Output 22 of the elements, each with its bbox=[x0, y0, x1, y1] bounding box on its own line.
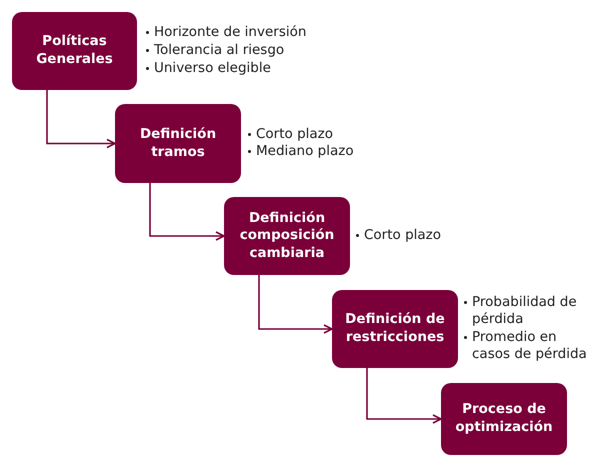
process-box bbox=[441, 383, 567, 455]
bullet-text: Probabilidad de pérdida bbox=[464, 294, 598, 328]
bullet-text: Mediano plazo bbox=[248, 143, 368, 160]
bullet-text: Corto plazo bbox=[248, 126, 368, 142]
box-label: Definición composición cambiaria bbox=[238, 210, 336, 262]
box-label: Definición tramos bbox=[138, 126, 218, 162]
arrow bbox=[366, 368, 442, 424]
box-label: Proceso de optimización bbox=[454, 401, 554, 437]
process-box bbox=[12, 12, 137, 90]
box-label: Definición de restricciones bbox=[344, 311, 446, 347]
process-box bbox=[332, 290, 458, 368]
arrow bbox=[258, 275, 333, 334]
arrow bbox=[46, 90, 116, 148]
box-label: Políticas Generales bbox=[35, 33, 114, 69]
process-box bbox=[115, 104, 241, 183]
bullet-text: Tolerancia al riesgo bbox=[146, 42, 316, 59]
process-box bbox=[224, 197, 350, 275]
bullet-text: Universo elegible bbox=[146, 60, 316, 77]
bullet-text: Promedio en casos de pérdida bbox=[464, 328, 598, 362]
bullet-text: Corto plazo bbox=[356, 227, 456, 244]
arrow bbox=[149, 183, 225, 241]
bullet-text: Horizonte de inversión bbox=[146, 24, 316, 41]
